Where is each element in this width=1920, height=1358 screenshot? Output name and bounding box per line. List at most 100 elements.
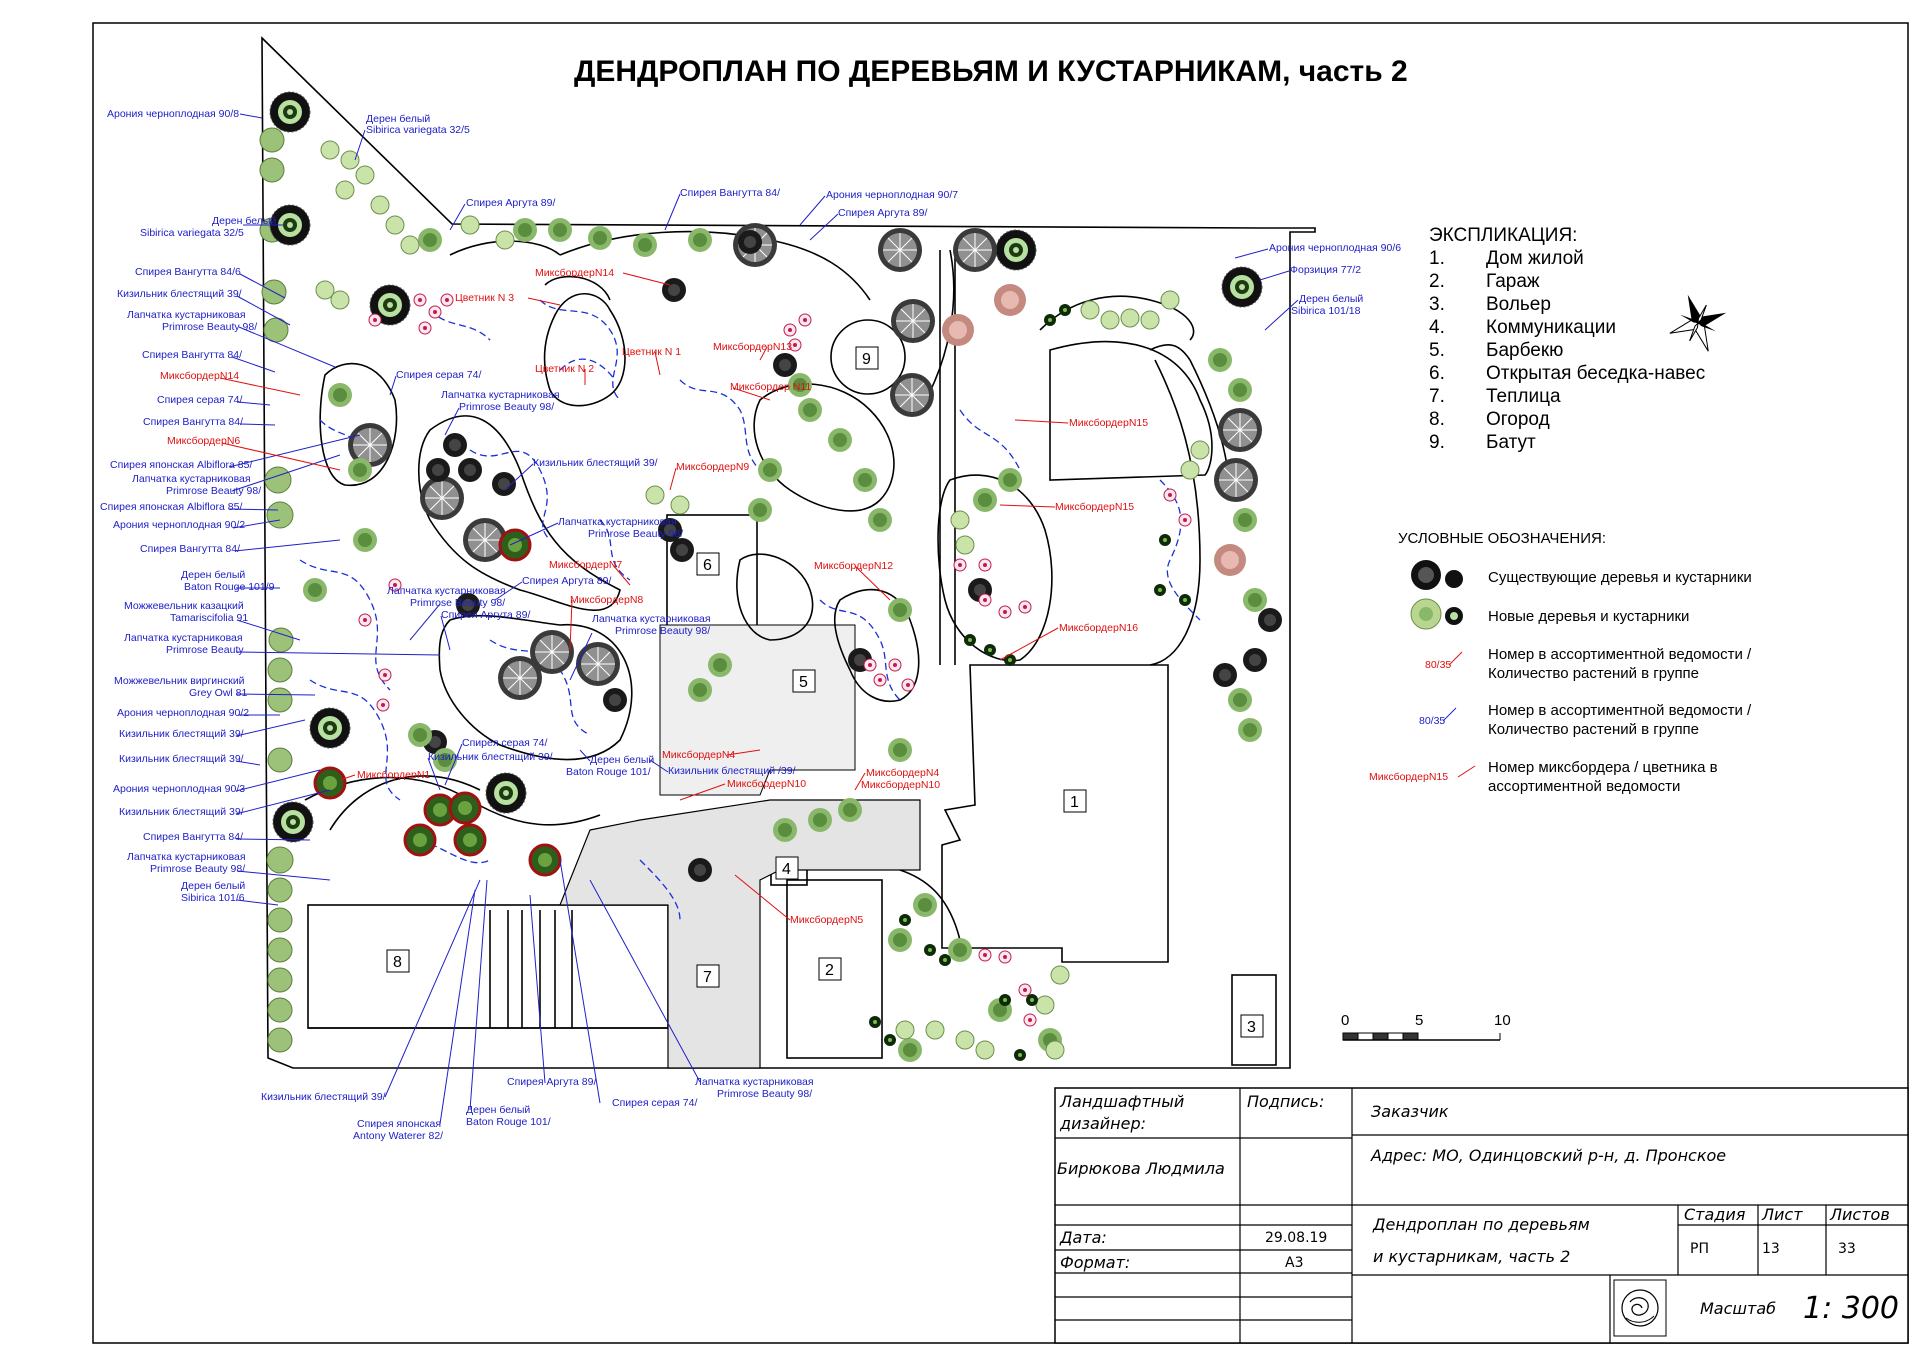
inner-callouts: Дерен белый Sibirica variegata 32/5 Спир… [354, 113, 1401, 791]
svg-text:Спирея Аргута 89/: Спирея Аргута 89/ [507, 1076, 596, 1088]
svg-text:Дерен белый: Дерен белый [466, 1104, 530, 1116]
svg-text:Спирея Аргута 89/: Спирея Аргута 89/ [522, 575, 611, 587]
svg-text:Арония черноплодная 90/2: Арония черноплодная 90/2 [113, 519, 245, 531]
svg-text:Кизильник блестящий 39/: Кизильник блестящий 39/ [533, 457, 658, 469]
svg-text:Baton Rouge 101/: Baton Rouge 101/ [466, 1116, 551, 1128]
svg-text:Кизильник блестящий 39/: Кизильник блестящий 39/ [117, 288, 242, 300]
explication: ЭКСПЛИКАЦИЯ: 1.Дом жилой 2.Гараж 3.Волье… [1429, 225, 1705, 453]
svg-text:Primrose Beauty 98/: Primrose Beauty 98/ [588, 528, 683, 540]
svg-text:Ландшафтный: Ландшафтный [1059, 1092, 1184, 1111]
svg-text:Существующие деревья и кустарн: Существующие деревья и кустарники [1488, 569, 1752, 586]
svg-text:Дата:: Дата: [1059, 1228, 1107, 1247]
svg-text:Количество растений в группе: Количество растений в группе [1488, 721, 1699, 738]
svg-text:1: 300: 1: 300 [1803, 1291, 1899, 1326]
svg-text:Спирея Вангутта 84/: Спирея Вангутта 84/ [142, 349, 242, 361]
svg-text:5.: 5. [1429, 340, 1445, 361]
svg-text:Спирея Аргута 89/: Спирея Аргута 89/ [466, 197, 555, 209]
svg-text:Спирея Вангутта 84/: Спирея Вангутта 84/ [143, 831, 243, 843]
svg-text:7: 7 [703, 969, 712, 986]
svg-text:Спирея серая 74/: Спирея серая 74/ [612, 1097, 697, 1109]
svg-text:А3: А3 [1285, 1255, 1303, 1271]
svg-text:Primrose Beauty 98/: Primrose Beauty 98/ [615, 625, 710, 637]
svg-text:МиксбордерN10: МиксбордерN10 [861, 779, 940, 791]
red-callouts: МиксбордерN14 Цветник N 3 Цветник N 2 Цв… [339, 267, 1148, 926]
svg-text:Primrose Beauty 98/: Primrose Beauty 98/ [410, 597, 505, 609]
svg-text:Primrose Beauty 98/: Primrose Beauty 98/ [459, 401, 554, 413]
building-numbers [386, 346, 1264, 1038]
svg-text:Можжевельник казацкий: Можжевельник казацкий [124, 600, 244, 612]
svg-text:и кустарникам, часть 2: и кустарникам, часть 2 [1373, 1247, 1570, 1266]
svg-text:Лист: Лист [1761, 1205, 1803, 1224]
svg-text:Цветник N 2: Цветник N 2 [535, 363, 594, 375]
svg-text:МиксбордерN8: МиксбордерN8 [570, 594, 643, 606]
svg-text:МиксбордерN4: МиксбордерN4 [662, 749, 735, 761]
svg-text:80/35: 80/35 [1419, 715, 1445, 727]
svg-text:33: 33 [1838, 1241, 1856, 1257]
svg-text:Лапчатка кустарниковая: Лапчатка кустарниковая [592, 613, 711, 625]
svg-text:Primrose Beauty 98/: Primrose Beauty 98/ [717, 1088, 812, 1100]
svg-text:Дерен белый: Дерен белый [366, 113, 430, 125]
svg-text:Primrose Beauty 98/: Primrose Beauty 98/ [150, 863, 245, 875]
svg-text:2.: 2. [1429, 271, 1445, 292]
svg-text:Арония черноплодная 90/8: Арония черноплодная 90/8 [107, 108, 239, 120]
rose-logo-icon [1613, 1279, 1667, 1337]
svg-text:Коммуникации: Коммуникации [1486, 317, 1616, 338]
explication-heading: ЭКСПЛИКАЦИЯ: [1429, 225, 1577, 246]
svg-text:МиксбордерN6: МиксбордерN6 [167, 435, 240, 447]
legend: УСЛОВНЫЕ ОБОЗНАЧЕНИЯ: Существующие дерев… [1369, 530, 1752, 795]
svg-text:Адрес: МО, Одинцовский р-н, д.: Адрес: МО, Одинцовский р-н, д. Пронское [1370, 1146, 1726, 1165]
svg-text:Можжевельник виргинский: Можжевельник виргинский [114, 675, 245, 687]
svg-text:9: 9 [862, 351, 871, 368]
svg-text:Primrose Beauty: Primrose Beauty [166, 644, 244, 656]
svg-text:4: 4 [782, 861, 791, 878]
svg-text:Лапчатка кустарниковая: Лапчатка кустарниковая [127, 851, 246, 863]
svg-text:Гараж: Гараж [1486, 271, 1540, 292]
svg-text:МиксбордерN14: МиксбордерN14 [535, 267, 614, 279]
svg-text:Дом жилой: Дом жилой [1486, 248, 1584, 269]
svg-text:Кизильник блестящий 39/: Кизильник блестящий 39/ [261, 1091, 386, 1103]
svg-text:Подпись:: Подпись: [1247, 1092, 1324, 1111]
building-2-outline [786, 879, 883, 1059]
svg-text:Теплица: Теплица [1486, 386, 1561, 407]
svg-text:Номер миксбордера / цветника в: Номер миксбордера / цветника в [1488, 759, 1718, 776]
svg-text:дизайнер:: дизайнер: [1059, 1114, 1146, 1133]
svg-text:Дендроплан по деревьям: Дендроплан по деревьям [1372, 1215, 1590, 1234]
svg-text:Дерен белый: Дерен белый [181, 569, 245, 581]
svg-text:Арония черноплодная 90/2: Арония черноплодная 90/2 [117, 707, 249, 719]
svg-text:Барбекю: Барбекю [1486, 340, 1563, 361]
svg-text:Кизильник блестящий 39/: Кизильник блестящий 39/ [119, 753, 244, 765]
svg-text:Sibirica 101/6: Sibirica 101/6 [181, 892, 245, 904]
svg-text:Спирея серая 74/: Спирея серая 74/ [157, 394, 242, 406]
svg-text:Формат:: Формат: [1060, 1253, 1130, 1272]
svg-text:МиксбордерN10: МиксбордерN10 [727, 778, 806, 790]
svg-text:5: 5 [1415, 1012, 1423, 1029]
svg-text:Лапчатка кустарниковая: Лапчатка кустарниковая [695, 1076, 814, 1088]
svg-text:МиксбордерN15: МиксбордерN15 [1369, 771, 1448, 783]
svg-text:Sibirica variegata 32/5: Sibirica variegata 32/5 [140, 227, 244, 239]
svg-text:Спирея Вангутта 84/: Спирея Вангутта 84/ [680, 187, 780, 199]
svg-text:Кизильник блестящий /39/: Кизильник блестящий /39/ [668, 765, 796, 777]
svg-text:Арония черноплодная 90/6: Арония черноплодная 90/6 [1269, 242, 1401, 254]
svg-text:Цветник N 3: Цветник N 3 [455, 292, 514, 304]
svg-text:Лапчатка кустарниковая: Лапчатка кустарниковая [441, 389, 560, 401]
svg-text:Спирея Вангутта 84/: Спирея Вангутта 84/ [140, 543, 240, 555]
svg-text:РП: РП [1690, 1241, 1709, 1257]
svg-text:Огород: Огород [1486, 409, 1550, 430]
svg-text:Бирюкова Людмила: Бирюкова Людмила [1057, 1159, 1225, 1178]
svg-text:3.: 3. [1429, 294, 1445, 315]
svg-text:Стадия: Стадия [1684, 1205, 1746, 1224]
svg-text:4.: 4. [1429, 317, 1445, 338]
svg-text:Масштаб: Масштаб [1700, 1299, 1776, 1318]
svg-text:Цветник N 1: Цветник N 1 [622, 346, 681, 358]
svg-text:МиксбордерN16: МиксбордерN16 [1059, 622, 1138, 634]
title-block: Ландшафтный дизайнер: Подпись: Заказчик … [1054, 1087, 1909, 1344]
svg-text:5: 5 [799, 674, 808, 691]
svg-text:29.08.19: 29.08.19 [1265, 1230, 1327, 1246]
svg-text:Кизильник блестящий 39/: Кизильник блестящий 39/ [428, 751, 553, 763]
svg-text:Спирея Аргута 89/: Спирея Аргута 89/ [838, 207, 927, 219]
new-trees-icon [1410, 598, 1463, 630]
svg-text:Primrose Beauty 98/: Primrose Beauty 98/ [162, 321, 257, 333]
svg-text:Спирея Вангутта 84/6: Спирея Вангутта 84/6 [135, 266, 241, 278]
svg-text:Батут: Батут [1486, 432, 1536, 453]
